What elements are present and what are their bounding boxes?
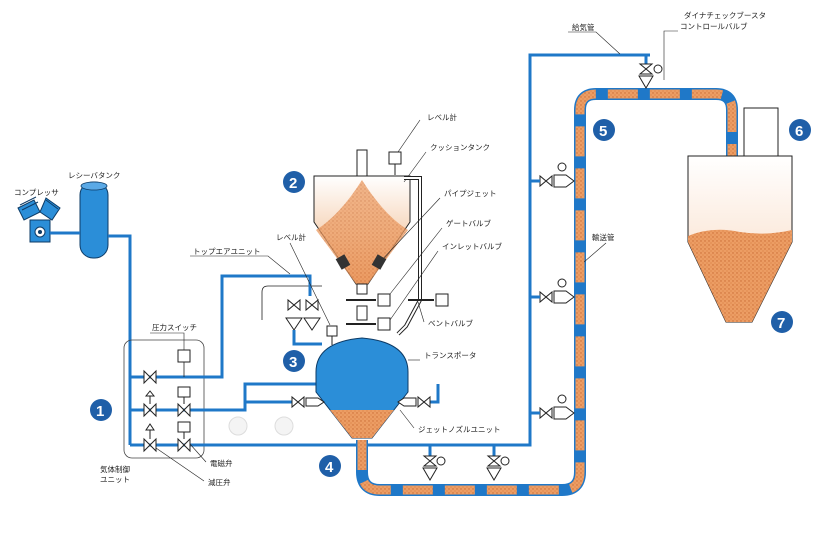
number-badge-7: 7: [771, 311, 793, 333]
label-top-air-unit: トップエアユニット: [193, 247, 261, 256]
label-level-meter-transporter: レベル計: [276, 232, 306, 242]
label-gas-control-unit-1: 気体制御: [100, 464, 130, 474]
label-booster-valve-1: ダイナチェックブースタ: [684, 10, 766, 20]
leader-line: [399, 409, 415, 429]
top-air-unit-frame: [261, 285, 322, 320]
label-air-supply-pipe: 給気管: [572, 22, 595, 32]
svg-text:2: 2: [289, 175, 297, 192]
solenoid-valve-icon: [177, 386, 191, 418]
label-solenoid-valve: 電磁弁: [210, 458, 233, 468]
pressure-reducing-valve-icon: [143, 423, 157, 453]
pipe-branch-middle: [130, 382, 316, 412]
valve-icon: [143, 369, 157, 385]
svg-text:5: 5: [599, 123, 607, 140]
booster-valve-icon: [530, 394, 575, 420]
decorative-circle: [228, 416, 248, 436]
svg-text:1: 1: [96, 403, 104, 420]
label-receiver-tank: レシーバタンク: [68, 171, 120, 180]
level-meter-icon: [326, 325, 338, 345]
leader-line: [397, 119, 421, 153]
silo-powder: [688, 229, 792, 322]
leader-line: [568, 31, 621, 55]
dust-collector: [743, 107, 779, 157]
inlet-valve-icon: [346, 305, 391, 331]
number-badge-6: 6: [789, 119, 811, 141]
booster-valve-icon: [422, 445, 446, 481]
svg-text:7: 7: [777, 315, 785, 332]
label-gate-valve: ゲートバルブ: [446, 218, 491, 228]
label-vent-valve: ベントバルブ: [428, 318, 473, 328]
vent-valve-icon: [408, 293, 449, 307]
booster-control-valve-icon: [638, 55, 663, 89]
compressor-icon: [17, 196, 61, 243]
leader-line: [289, 242, 331, 326]
svg-text:3: 3: [289, 354, 297, 371]
decorative-circle: [274, 416, 294, 436]
pipe-top-air: [290, 274, 312, 296]
label-cushion-tank: クッションタンク: [430, 143, 490, 152]
number-badge-1: 1: [90, 399, 112, 421]
top-air-valve-icon: [285, 298, 321, 331]
label-level-meter-hopper: レベル計: [427, 112, 457, 122]
label-pressure-reducing-valve: 減圧弁: [208, 477, 231, 487]
leader-line: [155, 447, 205, 482]
leader-line: [150, 332, 185, 350]
label-pipe-jet: パイプジェット: [444, 189, 497, 198]
label-jet-nozzle-unit: ジェットノズルユニット: [418, 424, 501, 434]
leader-line: [190, 255, 291, 275]
svg-text:4: 4: [325, 459, 334, 476]
number-badge-5: 5: [593, 119, 615, 141]
svg-text:6: 6: [795, 123, 803, 140]
booster-valve-icon: [486, 445, 510, 481]
leader-line: [389, 227, 443, 295]
booster-valve-icon: [530, 162, 575, 188]
leader-line: [189, 443, 207, 463]
label-transport-pipe: 輸送管: [592, 232, 615, 242]
label-inlet-valve: インレットバルブ: [442, 241, 502, 251]
pipe-jet-icon: [335, 254, 387, 270]
leader-line: [379, 197, 441, 263]
label-pressure-switch: 圧力スイッチ: [152, 322, 197, 332]
leader-line: [583, 242, 607, 263]
label-compressor: コンプレッサ: [14, 188, 59, 197]
leader-line: [389, 250, 439, 321]
pressure-switch-icon: [177, 349, 191, 377]
booster-valve-icon: [530, 278, 575, 304]
solenoid-valve-icon: [177, 421, 191, 453]
gas-control-unit-box: [123, 339, 205, 459]
jet-nozzle-right-icon: [397, 395, 431, 409]
transport-pipe-powder: [357, 89, 737, 495]
leader-line: [663, 30, 678, 80]
pipe-top-air-to-transporter: [292, 330, 322, 346]
label-booster-valve-2: コントロールバルブ: [680, 21, 748, 31]
level-meter-icon: [388, 151, 402, 175]
label-transporter: トランスポータ: [424, 351, 476, 360]
number-badge-2: 2: [283, 171, 305, 193]
pressure-reducing-valve-icon: [143, 390, 157, 418]
jet-nozzle-left-icon: [291, 395, 325, 409]
pipe-air-supply: [130, 53, 650, 447]
pipe-branch-top: [130, 274, 290, 379]
label-gas-control-unit-2: ユニット: [100, 475, 130, 484]
number-badge-4: 4: [319, 455, 341, 477]
pipe-jet-right: [430, 384, 440, 404]
transporter-powder: [330, 410, 394, 438]
gate-valve-icon: [346, 283, 391, 307]
hopper-inlet: [356, 149, 368, 177]
pipe-tank-main: [108, 234, 132, 445]
pipe-jet-left: [243, 384, 292, 404]
number-badge-3: 3: [283, 350, 305, 372]
leader-line: [417, 301, 425, 323]
receiver-tank: [79, 181, 109, 259]
